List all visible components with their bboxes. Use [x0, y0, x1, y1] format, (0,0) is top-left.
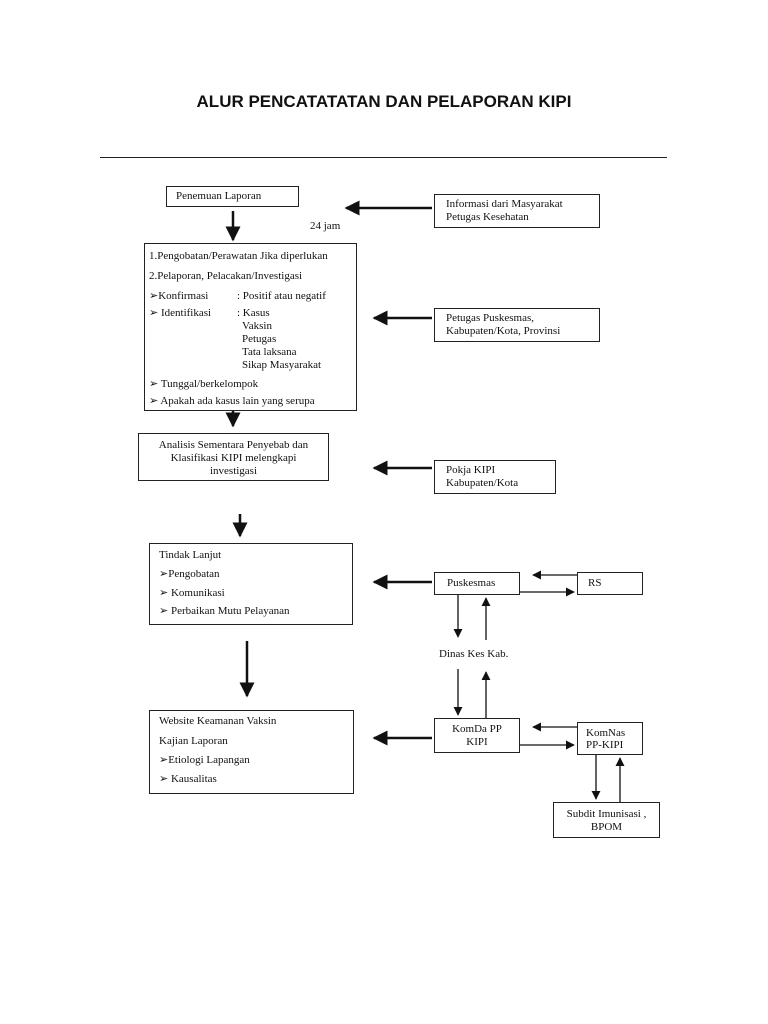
tunggal-item: ➢ Tunggal/berkelompok — [149, 378, 259, 390]
petugas-puskesmas-box: Petugas Puskesmas, Kabupaten/Kota, Provi… — [434, 308, 600, 342]
identifikasi-vaksin: Vaksin — [242, 320, 272, 332]
page-title: ALUR PENCATATATAN DAN PELAPORAN KIPI — [196, 92, 572, 111]
website-kajian: Kajian Laporan — [159, 735, 228, 747]
identifikasi-label: ➢ Identifikasi — [149, 307, 212, 319]
apakah-item: ➢ Apakah ada kasus lain yang serupa — [149, 395, 315, 407]
tindak-lanjut-box: Tindak Lanjut ➢Pengobatan ➢ Komunikasi ➢… — [149, 543, 353, 625]
website-title: Website Keamanan Vaksin — [159, 715, 277, 727]
time-label: 24 jam — [310, 220, 341, 232]
step-pelaporan: 2.Pelaporan, Pelacakan/Investigasi — [149, 270, 303, 282]
website-kausalitas: ➢ Kausalitas — [159, 773, 217, 785]
puskesmas-text: Puskesmas — [447, 577, 496, 589]
komda-box: KomDa PP KIPI — [434, 718, 520, 753]
dinas-kes-label: Dinas Kes Kab. — [439, 648, 509, 660]
tindak-perbaikan: ➢ Perbaikan Mutu Pelayanan — [159, 605, 290, 617]
tindak-pengobatan: ➢Pengobatan — [159, 568, 220, 580]
analisis-line-3: investigasi — [209, 465, 258, 477]
komda-line-1: KomDa PP — [452, 723, 502, 735]
petugas-line-1: Petugas Puskesmas, — [446, 312, 534, 324]
tindak-title: Tindak Lanjut — [159, 549, 222, 561]
identifikasi-tata-laksana: Tata laksana — [242, 346, 297, 358]
tindak-komunikasi: ➢ Komunikasi — [159, 587, 225, 599]
pokja-line-1: Pokja KIPI — [446, 464, 496, 476]
rs-text: RS — [588, 577, 602, 589]
konfirmasi-label: ➢Konfirmasi — [149, 290, 209, 302]
analisis-box: Analisis Sementara Penyebab dan Klasifik… — [138, 433, 329, 481]
puskesmas-box: Puskesmas — [434, 572, 520, 595]
website-box: Website Keamanan Vaksin Kajian Laporan ➢… — [149, 710, 354, 794]
identifikasi-sikap: Sikap Masyarakat — [242, 359, 322, 371]
identifikasi-kasus: : Kasus — [237, 307, 270, 319]
divider — [100, 157, 667, 158]
komnas-line-1: KomNas — [586, 727, 626, 739]
informasi-line-1: Informasi dari Masyarakat — [446, 198, 563, 210]
analisis-line-2: Klasifikasi KIPI melengkapi — [170, 452, 297, 464]
subdit-line-2: BPOM — [590, 821, 623, 833]
informasi-masyarakat-box: Informasi dari Masyarakat Petugas Keseha… — [434, 194, 600, 228]
analisis-line-1: Analisis Sementara Penyebab dan — [158, 439, 309, 451]
komda-line-2: KIPI — [466, 736, 488, 748]
subdit-line-1: Subdit Imunisasi , — [566, 808, 647, 820]
identifikasi-petugas: Petugas — [242, 333, 277, 345]
rs-box: RS — [577, 572, 643, 595]
website-etiologi: ➢Etiologi Lapangan — [159, 754, 250, 766]
petugas-line-2: Kabupaten/Kota, Provinsi — [446, 325, 561, 337]
step-pengobatan: 1.Pengobatan/Perawatan Jika diperlukan — [149, 250, 328, 262]
pokja-line-2: Kabupaten/Kota — [446, 477, 519, 489]
pokja-box: Pokja KIPI Kabupaten/Kota — [434, 460, 556, 494]
penanganan-pelaporan-box: 1.Pengobatan/Perawatan Jika diperlukan 2… — [144, 243, 357, 411]
penemuan-laporan-box: Penemuan Laporan — [166, 186, 299, 207]
informasi-line-2: Petugas Kesehatan — [446, 211, 529, 223]
komnas-line-2: PP-KIPI — [586, 739, 624, 751]
penemuan-laporan-text: Penemuan Laporan — [176, 190, 262, 202]
komnas-box: KomNas PP-KIPI — [577, 722, 643, 755]
subdit-box: Subdit Imunisasi , BPOM — [553, 802, 660, 838]
konfirmasi-value: : Positif atau negatif — [237, 290, 326, 302]
